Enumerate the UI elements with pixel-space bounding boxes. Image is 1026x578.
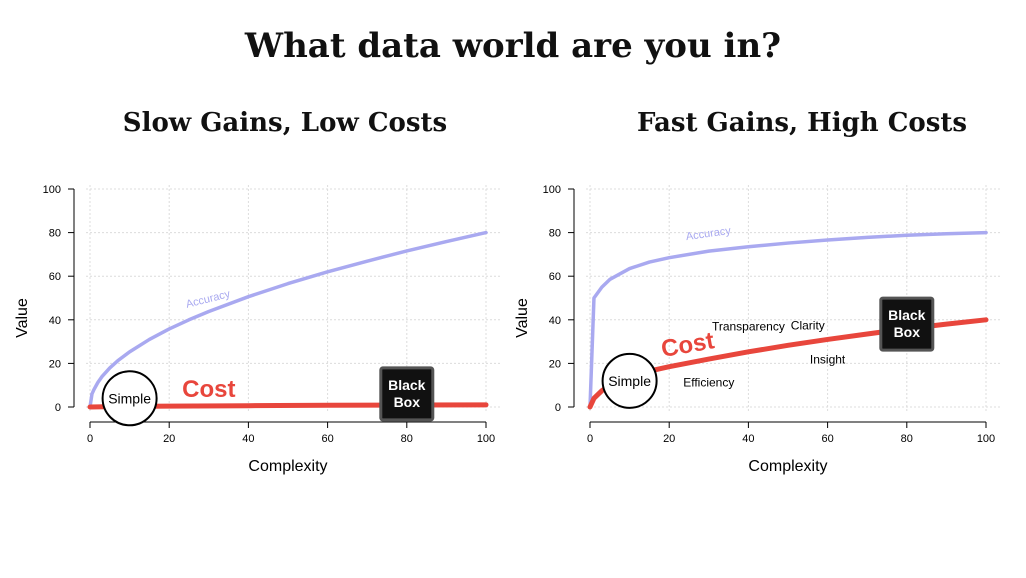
simple-label: Simple xyxy=(608,373,651,389)
x-tick-label: 40 xyxy=(242,433,254,445)
simple-circle xyxy=(101,370,158,427)
y-tick-label: 20 xyxy=(549,358,561,370)
x-tick-label: 100 xyxy=(977,433,995,445)
x-axis-label: Complexity xyxy=(748,458,827,475)
x-axis-label: Complexity xyxy=(248,458,327,475)
chart-title-left: Slow Gains, Low Costs xyxy=(122,108,448,138)
y-tick-label: 20 xyxy=(49,358,61,370)
y-tick-label: 100 xyxy=(543,184,561,196)
y-tick-label: 80 xyxy=(549,228,561,240)
y-axis-label: Value xyxy=(14,298,31,338)
x-tick-label: 20 xyxy=(163,433,175,445)
series-line-accuracy xyxy=(588,230,988,409)
simple-label: Simple xyxy=(108,390,151,406)
x-tick-label: 60 xyxy=(321,433,333,445)
y-tick-label: 0 xyxy=(555,402,561,414)
annotation-label: Accuracy xyxy=(685,225,732,243)
series-line-accuracy xyxy=(88,230,488,409)
annotation-label: Clarity xyxy=(791,319,825,333)
y-axis-label: Value xyxy=(514,298,531,338)
y-tick-label: 100 xyxy=(43,184,61,196)
x-tick-label: 80 xyxy=(901,433,913,445)
y-tick-label: 60 xyxy=(49,271,61,283)
page-title: What data world are you in? xyxy=(244,26,782,66)
y-tick-label: 80 xyxy=(49,228,61,240)
chart-title-right: Fast Gains, High Costs xyxy=(636,108,968,138)
annotation-label: Efficiency xyxy=(683,375,734,389)
annotation-label: Transparency xyxy=(712,320,785,334)
annotation-label: Insight xyxy=(810,352,846,366)
x-tick-label: 60 xyxy=(821,433,833,445)
y-tick-label: 40 xyxy=(549,315,561,327)
y-tick-label: 60 xyxy=(549,271,561,283)
black-box xyxy=(879,296,935,352)
simple-circle xyxy=(601,352,658,409)
black-box xyxy=(379,366,435,422)
x-tick-label: 0 xyxy=(587,433,593,445)
x-tick-label: 100 xyxy=(477,433,495,445)
x-tick-label: 40 xyxy=(742,433,754,445)
x-tick-label: 80 xyxy=(401,433,413,445)
x-tick-label: 0 xyxy=(87,433,93,445)
x-tick-label: 20 xyxy=(663,433,675,445)
y-tick-label: 0 xyxy=(55,402,61,414)
y-tick-label: 40 xyxy=(49,315,61,327)
annotation-label: Cost xyxy=(182,376,235,403)
